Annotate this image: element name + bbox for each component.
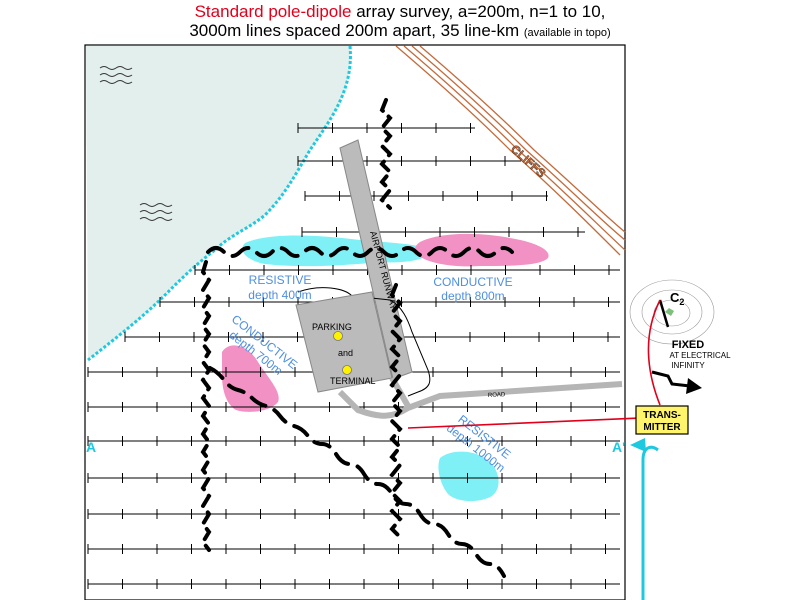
survey-line	[87, 436, 620, 446]
wave-icon	[139, 203, 173, 221]
conductive-anomaly-2	[222, 345, 279, 412]
title-highlight: Standard pole-dipole	[194, 2, 352, 21]
cliffs	[395, 45, 626, 256]
resistive-label-1: RESISTIVE depth 400m	[248, 273, 311, 302]
current-wire	[407, 413, 651, 429]
map-frame	[84, 44, 626, 600]
title-line-1-rest: array survey, a=200m, n=1 to 10,	[351, 2, 606, 21]
conductive-label-1: CONDUCTIVE depth 800m	[433, 275, 512, 303]
transmitter-label-2: MITTER	[643, 422, 681, 433]
parking-marker-icon	[333, 331, 343, 341]
conductive-anomaly-1	[415, 233, 549, 267]
road-label: ROAD	[488, 392, 506, 399]
water-body	[86, 46, 351, 360]
shoreline	[87, 45, 352, 362]
section-a-prime-label: A'	[612, 439, 625, 455]
survey-line	[87, 509, 620, 519]
conductive-depth-1: depth 800m	[441, 289, 504, 303]
c2-vegetation-icon	[665, 308, 674, 316]
terminal-label: TERMINAL	[330, 376, 376, 386]
title-note: (available in topo)	[523, 27, 611, 39]
section-a-label: A	[86, 439, 96, 455]
title-line-2: 3000m lines spaced 200m apart, 35 line-k…	[0, 21, 800, 41]
title-line-2-main: 3000m lines spaced 200m apart, 35 line-k…	[189, 21, 524, 40]
transmitter-box	[635, 405, 689, 435]
terminal-marker-icon	[342, 365, 352, 375]
and-label: and	[338, 348, 353, 358]
wave-icon	[99, 66, 133, 84]
airport-runway	[339, 139, 413, 380]
fixed-note-2: INFINITY	[671, 361, 705, 370]
c2-electrode-icon	[658, 299, 670, 328]
survey-line	[297, 156, 521, 166]
survey-line	[304, 191, 548, 201]
interpretation-lines	[200, 98, 514, 578]
c2-label: C2	[670, 290, 684, 307]
survey-line	[87, 579, 620, 589]
transmitter-label-1: TRANS-	[643, 410, 681, 421]
fixed-label: FIXED	[672, 339, 704, 351]
parking-area-outline	[297, 287, 431, 397]
road	[337, 381, 623, 419]
survey-line	[87, 473, 620, 483]
resistive-anomaly-2	[438, 451, 499, 502]
resistive-title-1: RESISTIVE	[249, 273, 312, 287]
c2-topography	[629, 279, 715, 345]
arrow-head-icon	[686, 378, 702, 394]
resistive-depth-1: depth 400m	[248, 288, 311, 302]
conductive-title-1: CONDUCTIVE	[433, 275, 512, 289]
title-line-1: Standard pole-dipole array survey, a=200…	[0, 2, 800, 22]
section-arrow-head-icon	[630, 438, 646, 452]
section-a-prime-arrow	[641, 445, 659, 600]
survey-line	[87, 544, 620, 554]
survey-line	[297, 123, 475, 133]
fixed-note-1: AT ELECTRICAL	[669, 351, 731, 360]
fixed-infinity-arrow-icon	[651, 370, 691, 388]
current-wire-to-c2	[647, 299, 661, 406]
parking-label: PARKING	[312, 322, 352, 332]
